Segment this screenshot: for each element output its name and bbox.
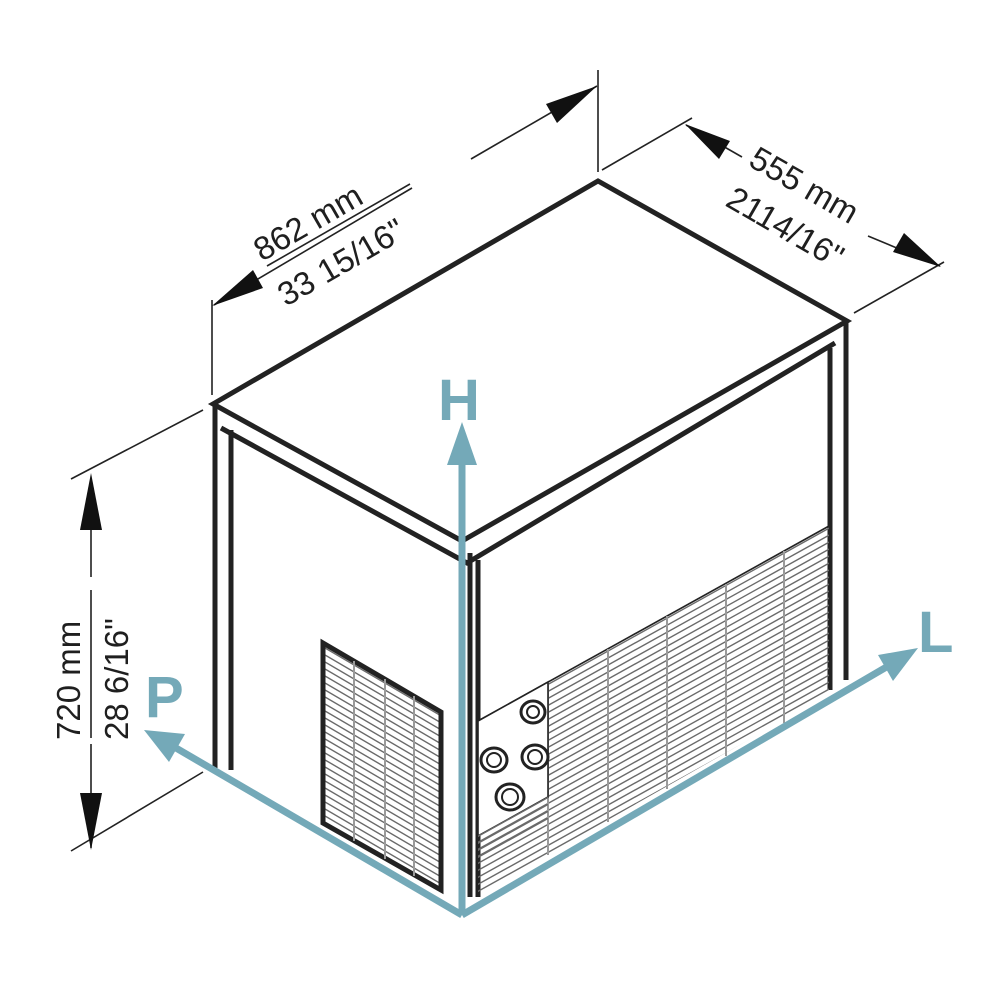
- axis-p-label: P: [145, 665, 184, 730]
- grille-slat: [323, 735, 441, 810]
- grille-slat: [323, 791, 441, 866]
- grille-slat: [478, 671, 829, 873]
- grille-slat: [323, 707, 441, 782]
- grille-slat: [323, 777, 441, 852]
- width-text-divider: [266, 183, 411, 267]
- width-arrow-left: [212, 270, 263, 306]
- grille-slat: [320, 897, 445, 970]
- grille-slat: [323, 889, 441, 890]
- height-inch-label: 28 6/16": [98, 618, 135, 740]
- width-dimension: 862 mm 33 15/16": [211, 70, 599, 395]
- axis-h-arrow: [447, 422, 477, 465]
- grille-slat: [323, 812, 441, 887]
- grille-slat: [323, 805, 441, 880]
- water-inlet-fitting: [519, 699, 547, 725]
- grille-slat: [478, 650, 829, 852]
- grille-slat: [323, 693, 441, 768]
- drain-fitting-left: [479, 746, 509, 774]
- axis-h-label: H: [438, 368, 480, 433]
- axis-l-arrow: [878, 648, 918, 681]
- grille-slat: [478, 794, 548, 839]
- grille-slat: [323, 826, 441, 890]
- drain-fitting-right: [520, 743, 550, 771]
- depth-arrow-right: [893, 233, 941, 267]
- connection-panel: [477, 680, 550, 861]
- width-arrow-right: [546, 86, 597, 123]
- axis-p-arrow: [144, 730, 185, 762]
- grille-slat: [323, 686, 441, 761]
- height-dimension: 720 mm 28 6/16": [50, 409, 204, 852]
- grille-slat: [478, 685, 829, 887]
- side-grille-frame: [320, 638, 444, 895]
- power-cable-fitting: [494, 782, 526, 812]
- depth-dimension: 555 mm 2114/16": [601, 117, 945, 314]
- grille-slat: [323, 770, 441, 845]
- grille-slat: [323, 721, 441, 796]
- grille-slat: [323, 784, 441, 859]
- height-arrow-top: [80, 473, 102, 530]
- grille-slat: [323, 728, 441, 803]
- height-mm-label: 720 mm: [50, 621, 87, 740]
- grille-slat: [478, 664, 829, 866]
- grille-slat: [478, 801, 548, 846]
- grille-slat: [323, 840, 441, 890]
- grille-slat: [478, 643, 829, 845]
- grille-slat: [323, 714, 441, 789]
- grille-slat: [323, 875, 441, 890]
- grille-slat: [323, 672, 441, 747]
- grille-slat: [323, 749, 441, 824]
- axis-l-line: [460, 658, 897, 919]
- orientation-axes: H L P: [144, 368, 953, 919]
- grille-slat: [478, 678, 829, 880]
- side-vent-grille: [320, 638, 445, 970]
- height-arrow-bottom: [80, 793, 102, 850]
- grille-slat: [323, 679, 441, 754]
- grille-slat: [478, 815, 548, 860]
- grille-slat: [323, 644, 441, 719]
- axis-p-line: [174, 744, 464, 919]
- grille-slat: [323, 742, 441, 817]
- grille-slat: [323, 861, 441, 890]
- grille-slat: [323, 658, 441, 733]
- grille-slat: [323, 756, 441, 831]
- grille-slat: [323, 798, 441, 873]
- grille-slat: [323, 665, 441, 740]
- axis-l-label: L: [918, 600, 953, 665]
- grille-slat: [323, 651, 441, 726]
- grille-slat: [323, 763, 441, 838]
- grille-slat: [478, 657, 829, 859]
- depth-arrow-left: [685, 124, 730, 159]
- cabinet-top-edge: [219, 340, 837, 566]
- grille-slat: [323, 700, 441, 775]
- grille-slat: [478, 808, 548, 853]
